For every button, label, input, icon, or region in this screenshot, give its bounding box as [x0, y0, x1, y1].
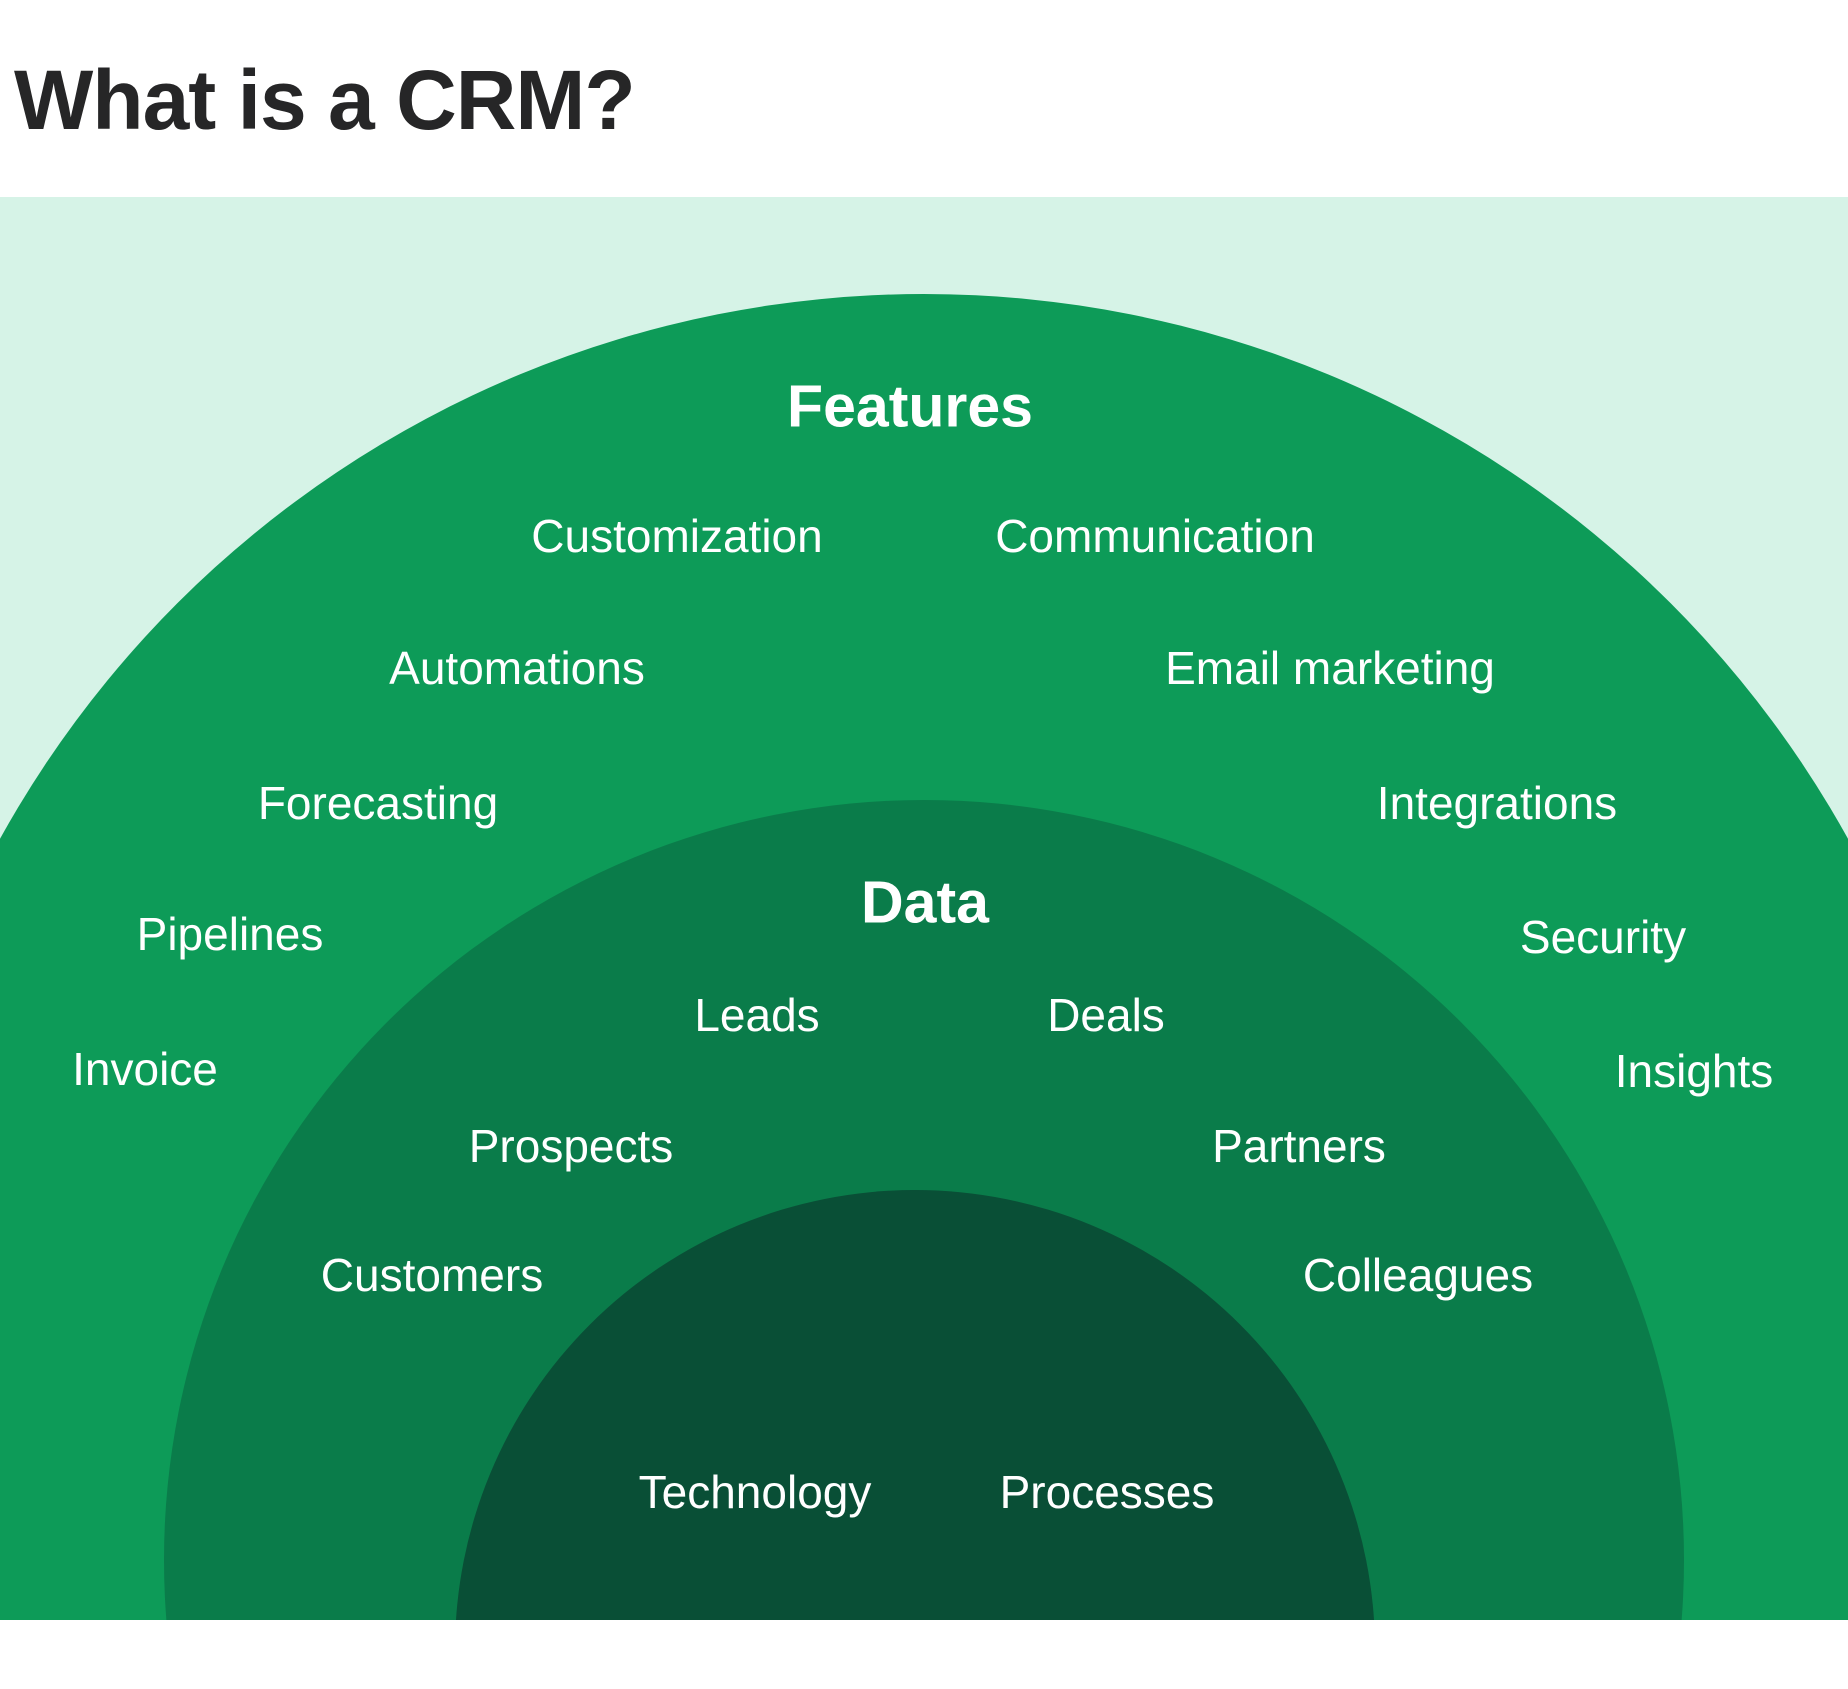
feature-label-email-marketing: Email marketing [1165, 642, 1495, 694]
feature-label-security: Security [1519, 911, 1687, 963]
data-label-leads: Leads [694, 989, 820, 1041]
feature-label-automations: Automations [389, 642, 645, 694]
features-ring-heading: Features [787, 373, 1033, 440]
core-label-processes: Processes [999, 1466, 1215, 1518]
crm-diagram: Features Customization Communication Aut… [0, 197, 1848, 1620]
data-ring-heading: Data [861, 869, 989, 936]
feature-label-communication: Communication [995, 510, 1315, 562]
feature-label-customization: Customization [531, 510, 823, 562]
feature-label-forecasting: Forecasting [257, 777, 499, 829]
data-label-customers: Customers [320, 1249, 544, 1301]
feature-label-integrations: Integrations [1376, 777, 1618, 829]
data-label-prospects: Prospects [468, 1120, 674, 1172]
data-label-partners: Partners [1212, 1120, 1386, 1172]
feature-label-pipelines: Pipelines [136, 908, 324, 960]
feature-label-insights: Insights [1614, 1045, 1774, 1097]
core-label-technology: Technology [638, 1466, 872, 1518]
feature-label-invoice: Invoice [72, 1043, 218, 1095]
data-label-deals: Deals [1047, 989, 1165, 1041]
page-title: What is a CRM? [14, 53, 636, 147]
data-label-colleagues: Colleagues [1302, 1249, 1534, 1301]
